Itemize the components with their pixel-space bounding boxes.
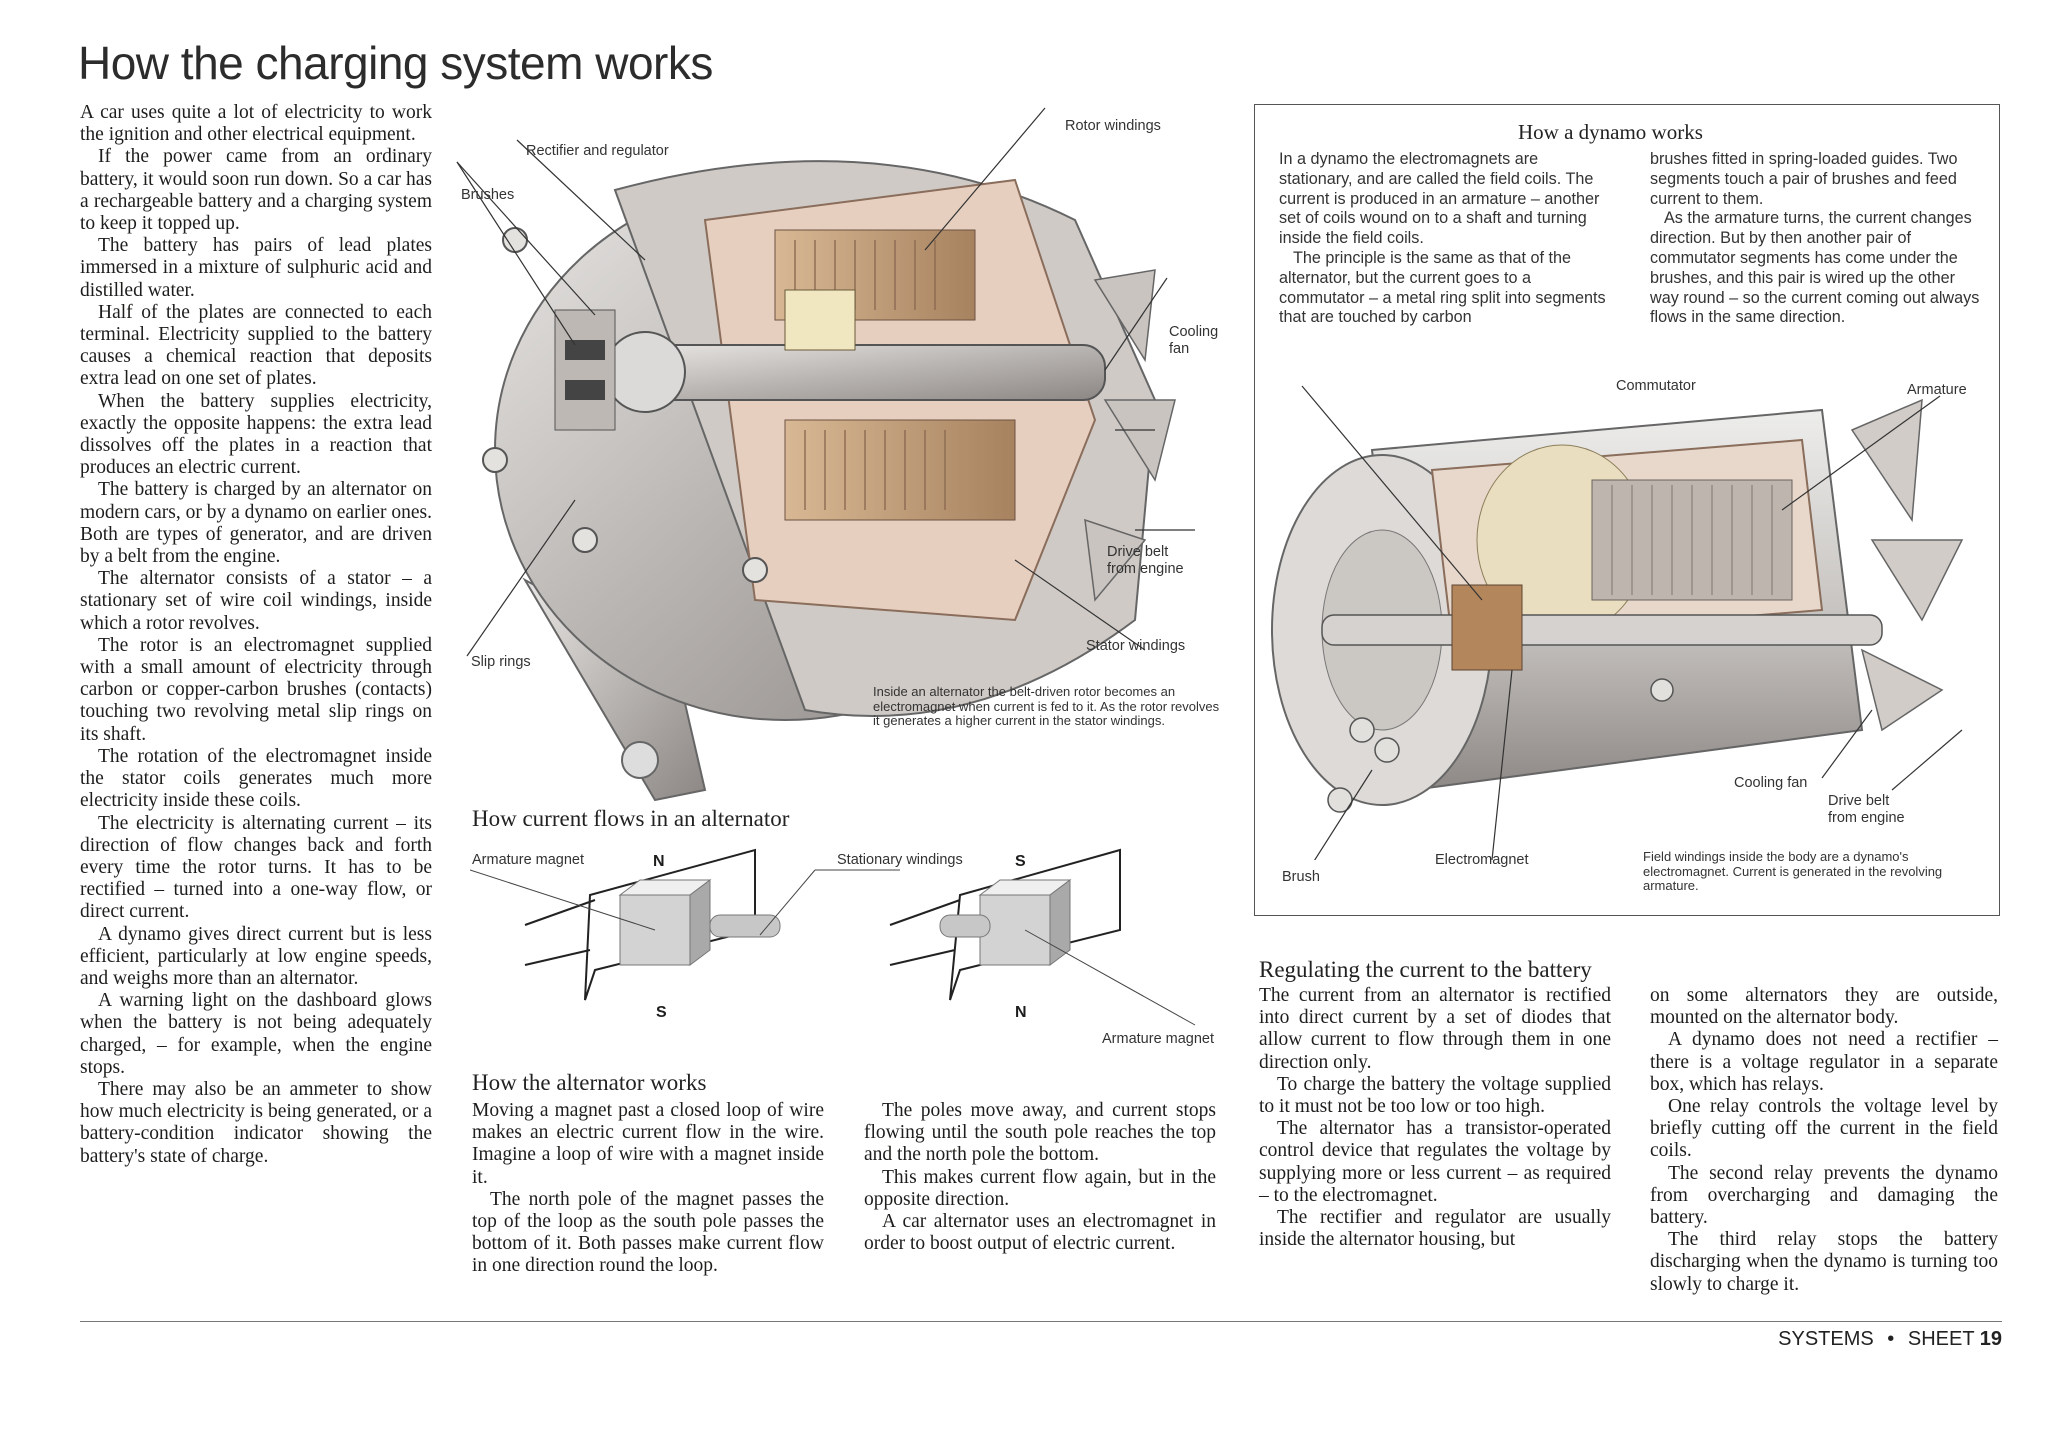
label-stator-windings: Stator windings [1086,638,1186,654]
paragraph: A car uses quite a lot of electricity to… [80,102,432,146]
label-electromagnet: Electromagnet [1435,852,1529,868]
footer-sheet-number: 19 [1979,1328,2002,1350]
paragraph: The rotation of the electromagnet inside… [80,745,432,812]
paragraph: Half of the plates are connected to each… [80,301,432,390]
left-column: A car uses quite a lot of electricity to… [80,102,432,1168]
page-title: How the charging system works [78,37,713,89]
alt-works-col2: The poles move away, and current stops f… [864,1100,1216,1255]
label-stationary-windings: Stationary windings [837,852,963,868]
paragraph: brushes fitted in spring-loaded guides. … [1650,150,1958,208]
footer-rule [80,1321,2002,1322]
paragraph: The principle is the same as that of the… [1279,248,1606,327]
paragraph: on some alternators they are outside, mo… [1650,985,1998,1029]
label-commutator: Commutator [1616,378,1696,394]
dynamo-col1: In a dynamo the electromagnets are stati… [1279,150,1615,328]
regulating-col1: The current from an alternator is rectif… [1259,985,1611,1251]
label-brushes: Brushes [461,187,515,203]
alternator-caption: Inside an alternator the belt-driven rot… [873,684,1220,729]
paragraph: If the power came from an ordinary batte… [80,146,432,235]
label-dynamo-cooling-fan: Cooling fan [1734,775,1808,791]
pole-s-2: S [1015,853,1026,870]
paragraph: When the battery supplies electricity, e… [80,390,432,479]
pole-n-2: N [1015,1004,1027,1021]
label-rectifier: Rectifier and regulator [526,143,669,159]
paragraph: As the armature turns, the current chang… [1650,209,1980,327]
label-drive-belt: Drive belt from engine [1107,544,1184,577]
regulating-heading: Regulating the current to the battery [1259,957,1592,982]
label-cooling-fan: Cooling fan [1169,324,1219,357]
paragraph: A warning light on the dashboard glows w… [80,990,432,1078]
dynamo-caption: Field windings inside the body are a dyn… [1643,849,1943,894]
label-armature-magnet-1: Armature magnet [472,852,585,868]
flow-heading: How current flows in an alternator [472,806,790,831]
paragraph: The rectifier and regulator are usually … [1259,1207,1611,1251]
paragraph: To charge the battery the voltage suppli… [1259,1073,1611,1118]
paragraph: The alternator has a transistor-operated… [1259,1118,1611,1206]
paragraph: The current from an alternator is rectif… [1259,985,1611,1073]
paragraph: One relay controls the voltage level by … [1650,1096,1998,1162]
label-armature: Armature [1907,382,1967,398]
paragraph: Moving a magnet past a closed loop of wi… [472,1100,824,1188]
paragraph: This makes current flow again, but in th… [864,1166,1216,1210]
paragraph: The alternator consists of a stator – a … [80,568,432,634]
label-slip-rings: Slip rings [471,654,531,670]
paragraph: In a dynamo the electromagnets are stati… [1279,150,1600,248]
paragraph: The battery has pairs of lead plates imm… [80,235,432,301]
dynamo-illustration [1271,385,1964,860]
current-flow-diagram [470,848,1196,1026]
paragraph: The rotor is an electromagnet supplied w… [80,634,432,745]
footer-separator: • [1887,1328,1895,1350]
paragraph: The north pole of the magnet passes the … [472,1188,824,1277]
footer-section: SYSTEMS [1778,1328,1874,1350]
paragraph: A car alternator uses an electromagnet i… [864,1211,1216,1255]
label-armature-magnet-2: Armature magnet [1102,1031,1215,1047]
regulating-col2: on some alternators they are outside, mo… [1650,985,1998,1296]
pole-s-1: S [656,1004,667,1021]
paragraph: A dynamo gives direct current but is les… [80,923,432,989]
paragraph: The second relay prevents the dynamo fro… [1650,1162,1998,1229]
paragraph: There may also be an ammeter to show how… [80,1078,432,1167]
alternator-illustration [456,107,1195,802]
paragraph: The battery is charged by an alternator … [80,479,432,568]
paragraph: A dynamo does not need a rectifier – the… [1650,1029,1998,1095]
dynamo-box [1254,104,2000,916]
paragraph: The poles move away, and current stops f… [864,1100,1216,1166]
alt-works-col1: Moving a magnet past a closed loop of wi… [472,1100,824,1278]
footer-sheet: SHEET [1907,1328,1975,1350]
paragraph: The electricity is alternating current –… [80,812,432,923]
alt-works-heading: How the alternator works [472,1070,707,1095]
label-rotor-windings: Rotor windings [1065,118,1161,134]
dynamo-col2: brushes fitted in spring-loaded guides. … [1650,150,1986,328]
paragraph: The third relay stops the battery discha… [1650,1229,1998,1295]
dynamo-heading: How a dynamo works [1518,120,1703,144]
label-brush: Brush [1282,869,1320,885]
label-dynamo-drive-belt: Drive belt from engine [1828,793,1905,826]
footer: SYSTEMS • SHEET 19 [1778,1328,2002,1351]
pole-n-1: N [653,853,665,870]
